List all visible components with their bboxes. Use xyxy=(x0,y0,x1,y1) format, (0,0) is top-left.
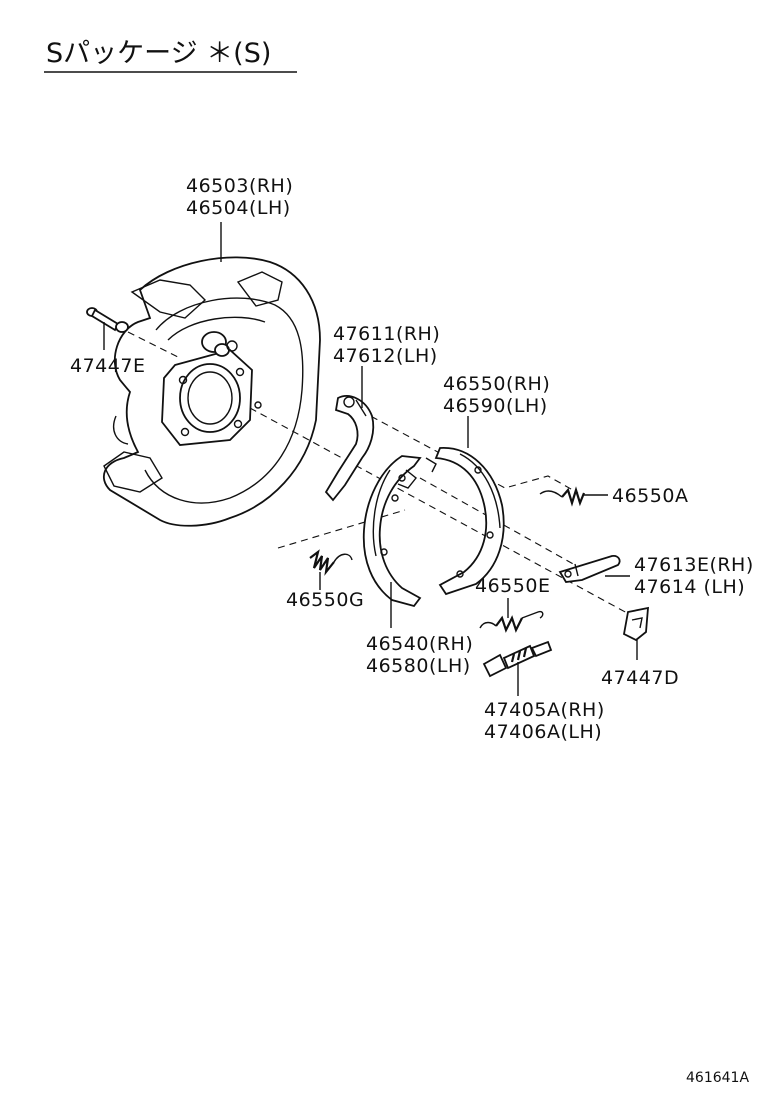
label-46550g[interactable]: 46550G xyxy=(286,589,364,611)
label-46550-rh[interactable]: 46550(RH) xyxy=(443,373,550,395)
page-title: Sパッケージ ＊(S) xyxy=(46,38,271,69)
parking-brake-lever-part[interactable] xyxy=(324,395,375,502)
label-46540-rh[interactable]: 46540(RH) xyxy=(366,633,473,655)
label-46580-lh[interactable]: 46580(LH) xyxy=(366,655,471,677)
label-46550a[interactable]: 46550A xyxy=(612,485,688,507)
label-47406a-lh[interactable]: 47406A(LH) xyxy=(484,721,602,743)
adjuster-part[interactable] xyxy=(482,640,553,678)
label-46550e[interactable]: 46550E xyxy=(475,575,550,597)
label-47447e[interactable]: 47447E xyxy=(70,355,145,377)
dash-bolt xyxy=(127,331,181,359)
brake-shoe-rear-part[interactable] xyxy=(362,455,422,608)
label-47611-rh[interactable]: 47611(RH) xyxy=(333,323,440,345)
strut-part[interactable] xyxy=(558,554,621,583)
label-47447d[interactable]: 47447D xyxy=(601,667,679,689)
dash-main-axis xyxy=(249,407,641,621)
diagram-code: 461641A xyxy=(686,1070,749,1086)
label-47405a-rh[interactable]: 47405A(RH) xyxy=(484,699,605,721)
label-47613e-rh[interactable]: 47613E(RH) xyxy=(634,554,754,576)
spring-46550e-part[interactable] xyxy=(479,610,544,633)
bolt-part[interactable] xyxy=(86,307,129,333)
brake-shoe-front-part[interactable] xyxy=(425,447,505,596)
clip-part[interactable] xyxy=(622,606,649,642)
dash-spring-g xyxy=(277,509,406,549)
label-46504-lh[interactable]: 46504(LH) xyxy=(186,197,291,219)
label-46590-lh[interactable]: 46590(LH) xyxy=(443,395,548,417)
label-47614-lh[interactable]: 47614 (LH) xyxy=(634,576,745,598)
backing-plate-part[interactable] xyxy=(102,256,321,527)
dash-spring-a xyxy=(349,404,579,494)
label-46503-rh[interactable]: 46503(RH) xyxy=(186,175,293,197)
spring-46550g-part[interactable] xyxy=(309,549,353,576)
label-47612-lh[interactable]: 47612(LH) xyxy=(333,345,438,367)
spring-46550a-part[interactable] xyxy=(539,486,586,507)
